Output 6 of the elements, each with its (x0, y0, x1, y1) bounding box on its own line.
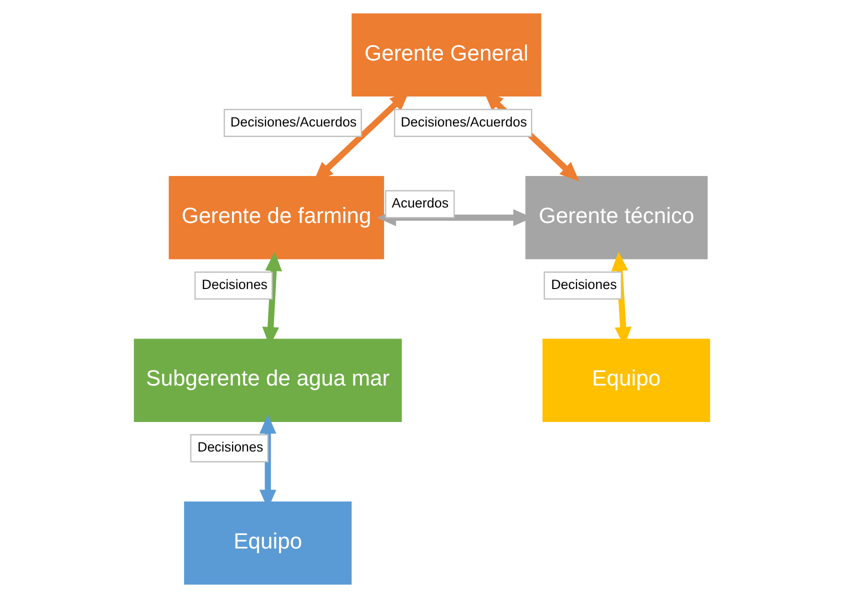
edge-label: Decisiones (551, 276, 617, 292)
edge-label: Decisiones/Acuerdos (230, 114, 357, 130)
edge-label: Decisiones (202, 276, 268, 292)
edge-label: Acuerdos (392, 196, 449, 211)
edge-label: Decisiones (198, 440, 264, 455)
edge-label: Decisiones/Acuerdos (400, 114, 527, 130)
